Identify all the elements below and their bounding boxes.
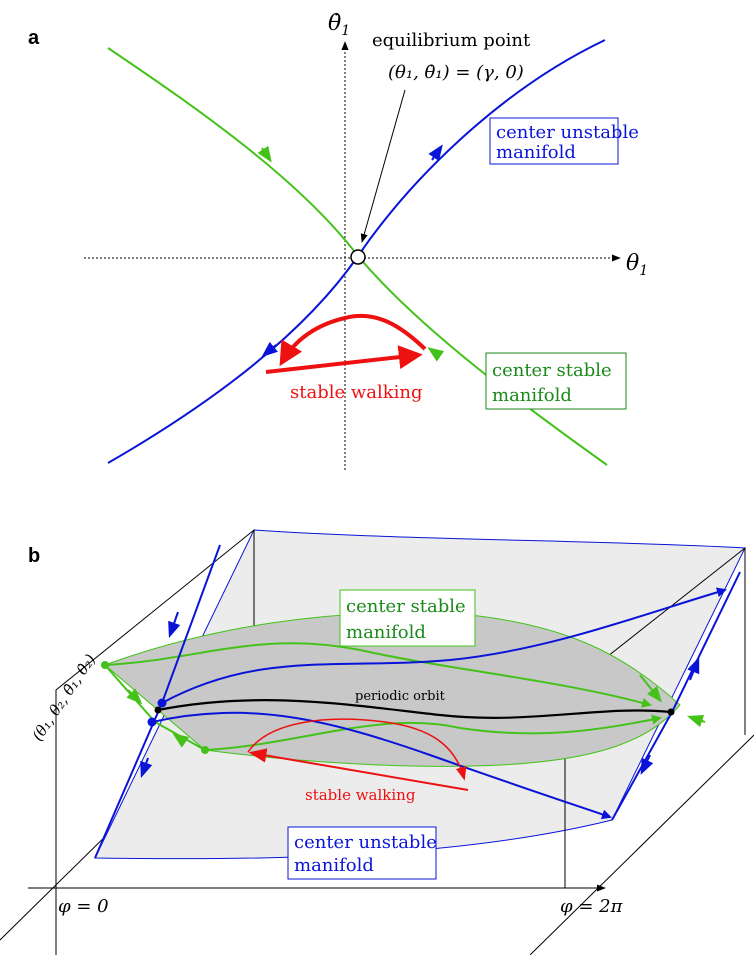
cu-trajectory-1: [161, 587, 727, 704]
green-arrow-upper: [257, 145, 272, 163]
stable-walking-label-a: stable walking: [290, 382, 423, 403]
stable-walking-line-b: [248, 748, 469, 791]
state-label: (θ₁, θ₂, θ̇₁, θ̇₂): [28, 651, 99, 744]
phi-two-pi-label: φ = 2π: [560, 896, 624, 917]
cu-right-arrow1: [687, 657, 700, 681]
cs-trajectory-1: [104, 642, 652, 708]
blue-arrow-lower: [261, 341, 278, 358]
diagonal-axis-right: [529, 734, 754, 955]
stable-walking-line-a: [265, 345, 423, 374]
y-axis-label: θ̇1: [328, 11, 350, 39]
cs-label-line1-a: center stable: [492, 360, 612, 381]
cu-trajectory-2: [151, 711, 612, 820]
stable-walking-arc-b: [247, 718, 467, 781]
cu-label-line2-b: manifold: [294, 855, 374, 876]
periodic-orbit-label: periodic orbit: [355, 689, 446, 704]
cs-left-arrow2: [172, 733, 190, 748]
cu-left-arrow1: [168, 611, 181, 639]
stable-walking-arc-a: [279, 313, 427, 367]
cs-box-a: [485, 352, 627, 410]
cu-box-a: [489, 117, 619, 165]
cs-plane-b: [104, 612, 681, 767]
panel-b: b: [0, 528, 754, 955]
frame-left: [55, 528, 255, 888]
cu-box-b: [287, 826, 437, 880]
cs-label-line2-a: manifold: [492, 385, 572, 406]
stable-walking-label-b: stable walking: [305, 786, 416, 804]
cs-right-arrow1: [639, 674, 662, 703]
equilibrium-title: equilibrium point: [372, 30, 531, 51]
orbit-dot-left: [154, 706, 162, 714]
phi-zero-label: φ = 0: [58, 896, 109, 917]
cs-right-arrow2: [686, 714, 706, 728]
x-axis-label: θ1: [626, 251, 648, 279]
cs-left-arrow1: [126, 688, 143, 705]
cs-label-line2-b: manifold: [346, 622, 426, 643]
panel-a: a θ̇1 θ1 equilibrium point (θ₁, θ̇₁) = (…: [28, 11, 648, 470]
green-dot-left: [101, 661, 109, 669]
cu-label-line1-b: center unstable: [294, 832, 437, 853]
blue-dot-2: [147, 717, 157, 727]
cs-label-line1-b: center stable: [346, 596, 466, 617]
green-arrow-lower: [427, 347, 445, 362]
orbit-dot-right: [667, 708, 675, 716]
periodic-orbit: [157, 699, 672, 719]
green-dot-bottom: [201, 746, 209, 754]
cu-label-line2-a: manifold: [496, 142, 576, 163]
cu-right-arrow2: [640, 754, 654, 775]
equilibrium-point: [350, 249, 366, 265]
cs-box-b: [339, 589, 476, 647]
frame-right: [564, 546, 746, 888]
equilibrium-equation: (θ₁, θ̇₁) = (γ, 0): [388, 62, 524, 83]
panel-a-label: a: [28, 27, 40, 49]
panel-b-label: b: [28, 545, 40, 567]
cs-trajectory-2: [204, 714, 662, 751]
cu-left-arrow2: [140, 757, 153, 779]
blue-arrow-upper: [428, 144, 443, 162]
cu-label-line1-a: center unstable: [496, 122, 639, 143]
equilibrium-pointer: [360, 89, 406, 243]
blue-dot-1: [157, 698, 167, 708]
